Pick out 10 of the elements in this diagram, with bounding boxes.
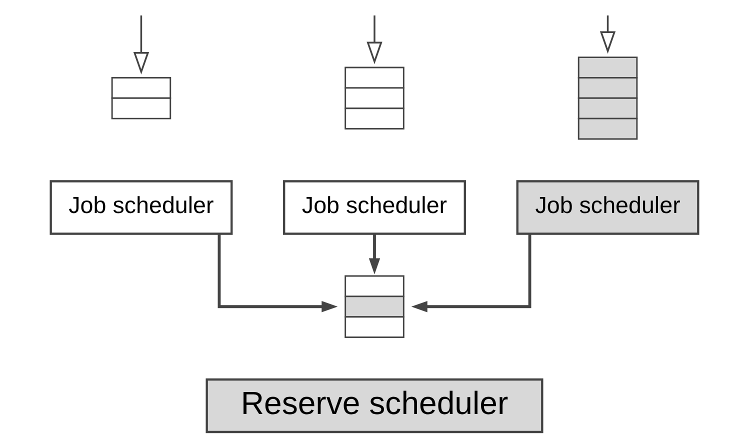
- arrow: [133, 15, 150, 74]
- arrow: [600, 15, 616, 54]
- arrow: [368, 234, 380, 274]
- node-box: Job scheduler: [50, 180, 233, 235]
- node-box: Job scheduler: [283, 180, 466, 235]
- arrow: [366, 15, 382, 64]
- node-box: Reserve scheduler: [206, 378, 544, 434]
- node-box: Job scheduler: [516, 180, 700, 235]
- arrow: [218, 234, 338, 312]
- arrow: [411, 234, 532, 312]
